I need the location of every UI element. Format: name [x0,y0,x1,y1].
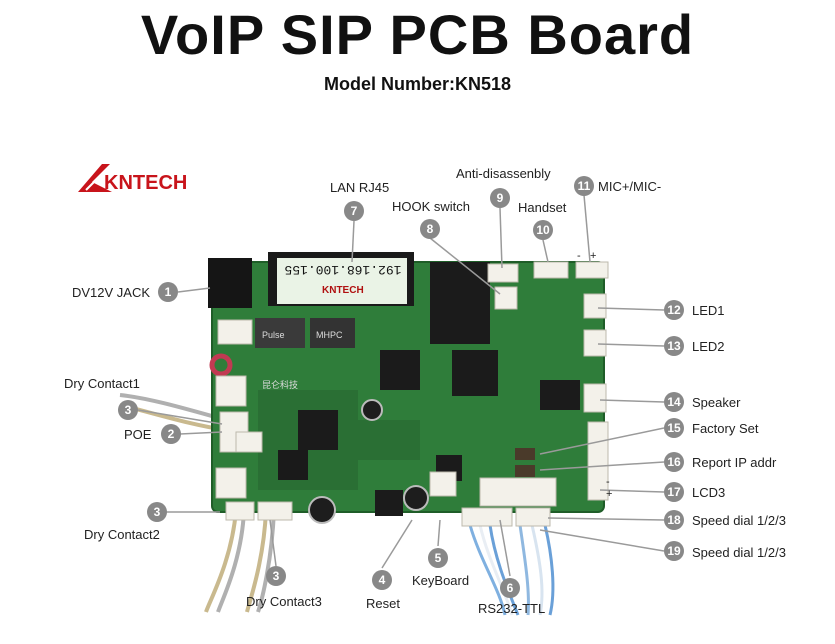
callout-label-report-ip-addr: Report IP addr [692,455,777,470]
callout-label-keyboard: KeyBoard [412,573,470,588]
callout-label-reset: Reset [366,596,400,611]
callout-badge-9: 9 [490,188,510,208]
callout-label-dv12v-jack: DV12V JACK [72,285,151,300]
callout-badge-10: 10 [533,220,553,240]
callout-badge-12: 12 [664,300,684,320]
callout-label-rs232-ttl: RS232-TTL [478,601,546,616]
capacitor-1 [361,399,383,421]
callout-label-dry-contact2: Dry Contact2 [84,527,160,542]
callout-label-speed-dial-a: Speed dial 1/2/3 [692,513,786,528]
lan-rj45-port [255,318,305,348]
ic-chip [380,350,420,390]
callout-badge-7: 7 [344,201,364,221]
callout-badge-18: 18 [664,510,684,530]
callout-badge-2: 2 [161,424,181,444]
model-number: Model Number:KN518 [323,74,512,94]
callout-badge-1: 1 [158,282,178,302]
mic-minus-mark: - [577,250,581,262]
factory-set-button [515,448,535,460]
callout-label-dry-contact1: Dry Contact1 [64,376,140,391]
callout-badge-5: 5 [428,548,448,568]
callout-badge-8: 8 [420,219,440,239]
page-title: VoIP SIP PCB Board [140,3,695,66]
power-ic [298,410,338,450]
leader-lines [137,194,665,577]
callout-label-lcd3: LCD3 [692,485,726,500]
ip-sticker [277,258,407,304]
callout-badge-15: 15 [664,418,684,438]
callout-badge-6: 6 [500,578,520,598]
callout-label-poe: POE [124,427,152,442]
white-connectors [215,261,609,527]
callout-label-speaker: Speaker [692,395,741,410]
logo-text: KNTECH [104,172,188,194]
capacitor-2 [308,496,336,524]
kntech-logo [78,164,112,192]
callout-badge-3c: 3 [266,566,286,586]
lcd-plus-mark: + [606,488,613,500]
callout-badge-3b: 3 [147,502,167,522]
inductor [278,450,308,480]
callout-label-led2: LED2 [692,339,725,354]
toroid-coil [209,353,233,377]
dc-jack [208,258,252,308]
reset-button [375,490,403,516]
flash-chip [430,262,490,344]
capacitor-3 [403,485,429,511]
callout-badge-16: 16 [664,452,684,472]
cpu-chip [452,350,498,396]
mhpc-chip [310,318,355,348]
wire-bundle-rs232 [468,524,555,616]
callout-label-handset: Handset [518,200,567,215]
mic-plus-mark: + [590,250,597,262]
ip-sticker-text: 192.168.100.155 [284,262,402,277]
report-ip-button [515,465,535,477]
silk-text: 昆仑科技 [262,380,299,390]
sticker-logo-text: KNTECH [322,285,364,296]
callout-badge-17: 17 [664,482,684,502]
pulse-label: Pulse [262,330,285,340]
callout-badge-13: 13 [664,336,684,356]
mhpc-label: MHPC [316,330,343,340]
callout-badge-4: 4 [372,570,392,590]
callout-badge-19: 19 [664,541,684,561]
lcd-minus-mark: - [606,476,610,488]
ic-small-2 [540,380,580,410]
callout-label-hook-switch: HOOK switch [392,199,471,214]
callout-label-anti-disassenbly: Anti-disassenbly [456,166,551,181]
callout-label-speed-dial-b: Speed dial 1/2/3 [692,545,786,560]
callout-badge-14: 14 [664,392,684,412]
callout-label-factory-set: Factory Set [692,421,759,436]
callout-label-mic: MIC+/MIC- [598,179,662,194]
callout-badge-3a: 3 [118,400,138,420]
callout-label-dry-contact3: Dry Contact3 [246,594,322,609]
callout-label-lan-rj45: LAN RJ45 [330,180,390,195]
callout-label-led1: LED1 [692,303,725,318]
callout-badge-11: 11 [574,176,594,196]
